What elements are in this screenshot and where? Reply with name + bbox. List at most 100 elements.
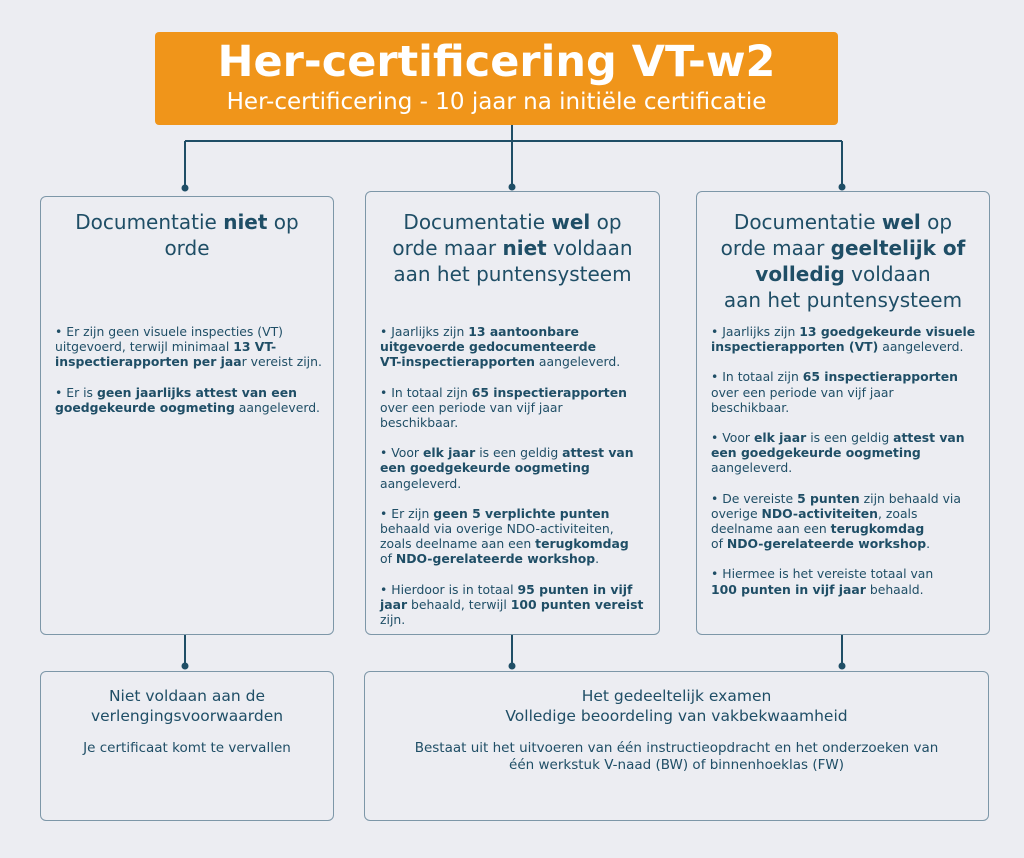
bold-text: elk jaar [422, 445, 476, 461]
text: Documentatie [403, 210, 552, 234]
bold-text: 100 punten vereist [510, 596, 644, 612]
text: Documentatie [733, 210, 882, 234]
outcome-text: één werkstuk V-naad (BW) of binnenhoekla… [509, 757, 844, 773]
connector-dot [838, 662, 846, 670]
text: op orde [164, 210, 299, 260]
text: r vereist zijn. [241, 354, 322, 370]
bold-text: terugkomdag [830, 521, 925, 537]
text: over een periode van vijf jaar beschikba… [380, 399, 563, 431]
text: op orde maar [720, 210, 953, 260]
bold-text: 65 inspectierapporten [802, 369, 958, 385]
bullet-item: • In totaal zijn 65 inspectierapporten o… [380, 385, 649, 431]
bullet-item: • Jaarlijks zijn 13 goedgekeurde visuele… [711, 324, 979, 354]
bold-text: geeltelijk of volledig [755, 236, 966, 286]
outcome-heading: Volledige beoordeling van vakbekwaamheid [505, 707, 848, 725]
text: zijn behaald via overige [711, 490, 961, 521]
bold-text: 95 punten in vijf jaar [380, 581, 633, 612]
outcome-heading: Niet voldaan aan de [108, 687, 266, 705]
bold-text: 100 punten in vijf jaar [711, 581, 866, 597]
text: • Er zijn [380, 505, 434, 521]
text: aangeleverd. [534, 354, 621, 370]
bold-text: geen jaarlijks attest van een goedgekeur… [55, 384, 297, 415]
bold-text: NDO-gerelateerde workshop [395, 551, 596, 567]
text: of [711, 536, 723, 552]
text: • Voor [380, 445, 423, 461]
bold-text: attest van een goedgekeurde oogmeting [711, 430, 965, 461]
text: aangeleverd. [234, 399, 320, 415]
text: • Jaarlijks zijn [711, 324, 800, 339]
text: • Voor [711, 430, 754, 446]
text: • Jaarlijks zijn [380, 324, 469, 339]
bold-text: geen 5 verplichte punten [433, 505, 610, 521]
bold-text: 65 inspectierapporten [471, 384, 627, 400]
bullet-item: • In totaal zijn 65 inspectierapporten o… [711, 369, 979, 415]
bullet-item: • Voor elk jaar is een geldig attest van… [380, 445, 649, 491]
column-title: Documentatie wel op orde maar niet volda… [366, 209, 659, 287]
bold-text: 13 VT- inspectierapporten per jaa [55, 339, 277, 370]
bold-text: NDO-activiteiten [761, 505, 878, 521]
bold-text: attest van een goedgekeurde oogmeting [380, 445, 634, 476]
bullet-item: • Hiermee is het vereiste totaal van 100… [711, 566, 979, 596]
page-subtitle: Her-certificering - 10 jaar na initiële … [226, 89, 767, 115]
text: voldaan aan het puntensysteem [723, 262, 963, 312]
outcome-box-vervallen: Niet voldaan aan de verlengingsvoorwaard… [40, 671, 334, 821]
text: • Er is [55, 384, 97, 400]
text: • Er zijn geen visuele inspecties (VT) u… [55, 324, 283, 355]
text: behaald, terwijl [407, 596, 511, 612]
text: zijn. [380, 612, 406, 628]
bold-text: niet [223, 210, 268, 234]
bullet-item: • Hierdoor is in totaal 95 punten in vij… [380, 582, 649, 628]
connector-dot [181, 662, 189, 670]
bullet-item: • Er zijn geen visuele inspecties (VT) u… [55, 324, 323, 370]
text: is een geldig [806, 430, 894, 446]
bullet-item: • De vereiste 5 punten zijn behaald via … [711, 491, 979, 552]
text: aangeleverd. [878, 339, 964, 355]
bullet-item: • Jaarlijks zijn 13 aantoonbare uitgevoe… [380, 324, 649, 370]
bold-text: 5 punten [797, 490, 860, 506]
bold-text: 13 aantoonbare uitgevoerde gedocumenteer… [380, 324, 597, 370]
bullet-list: • Jaarlijks zijn 13 aantoonbare uitgevoe… [380, 324, 649, 642]
text: over een periode van vijf jaar beschikba… [711, 384, 894, 415]
text: behaald. [865, 581, 924, 597]
text: • De vereiste [711, 490, 798, 506]
column-box-niet-voldaan: Documentatie wel op orde maar niet volda… [365, 191, 660, 635]
bold-text: wel [881, 210, 921, 234]
bold-text: wel [551, 210, 591, 234]
column-title: Documentatie niet op orde [41, 209, 333, 261]
bullet-item: • Er is geen jaarlijks attest van een go… [55, 385, 323, 415]
page-title: Her-certificering VT-w2 [217, 37, 776, 87]
text: • In totaal zijn [711, 369, 803, 385]
text: voldaan aan het puntensysteem [393, 236, 633, 286]
text: • Hierdoor is in totaal [380, 581, 518, 597]
connector-dot [508, 183, 516, 191]
text: op orde maar [392, 210, 622, 260]
outcome-heading: verlengingsvoorwaarden [90, 707, 284, 725]
column-box-niet-op-orde: Documentatie niet op orde • Er zijn geen… [40, 196, 334, 635]
column-box-voldaan: Documentatie wel op orde maar geeltelijk… [696, 191, 990, 635]
bold-text: 13 goedgekeurde visuele inspectierapport… [711, 324, 976, 355]
bold-text: elk jaar [753, 430, 807, 446]
text: aangeleverd. [380, 475, 462, 491]
text: of [380, 551, 392, 567]
outcome-text: Je certificaat komt te vervallen [83, 740, 291, 756]
outcome-text: Bestaat uit het uitvoeren van één instru… [414, 740, 939, 756]
bold-text: terugkomdag [535, 536, 629, 552]
connector-dot [181, 184, 189, 192]
text: , zoals deelname aan een [711, 505, 918, 537]
bullet-item: • Voor elk jaar is een geldig attest van… [711, 430, 979, 476]
text: • Hiermee is het vereiste totaal van [711, 566, 934, 582]
text: aangeleverd. [711, 460, 793, 476]
connector-dot [508, 662, 516, 670]
text: . [595, 551, 600, 567]
bullet-item: • Er zijn geen 5 verplichte punten behaa… [380, 506, 649, 567]
text: . [926, 536, 931, 552]
text: behaald via overige NDO-activiteiten, zo… [380, 521, 614, 552]
text: • In totaal zijn [380, 384, 472, 400]
column-title: Documentatie wel op orde maar geeltelijk… [697, 209, 989, 313]
header-banner: Her-certificering VT-w2 Her-certificerin… [155, 32, 838, 125]
bold-text: niet [502, 236, 547, 260]
text: is een geldig [475, 445, 563, 461]
text: Documentatie [75, 210, 224, 234]
outcome-box-examen: Het gedeeltelijk examen Volledige beoord… [364, 671, 989, 821]
